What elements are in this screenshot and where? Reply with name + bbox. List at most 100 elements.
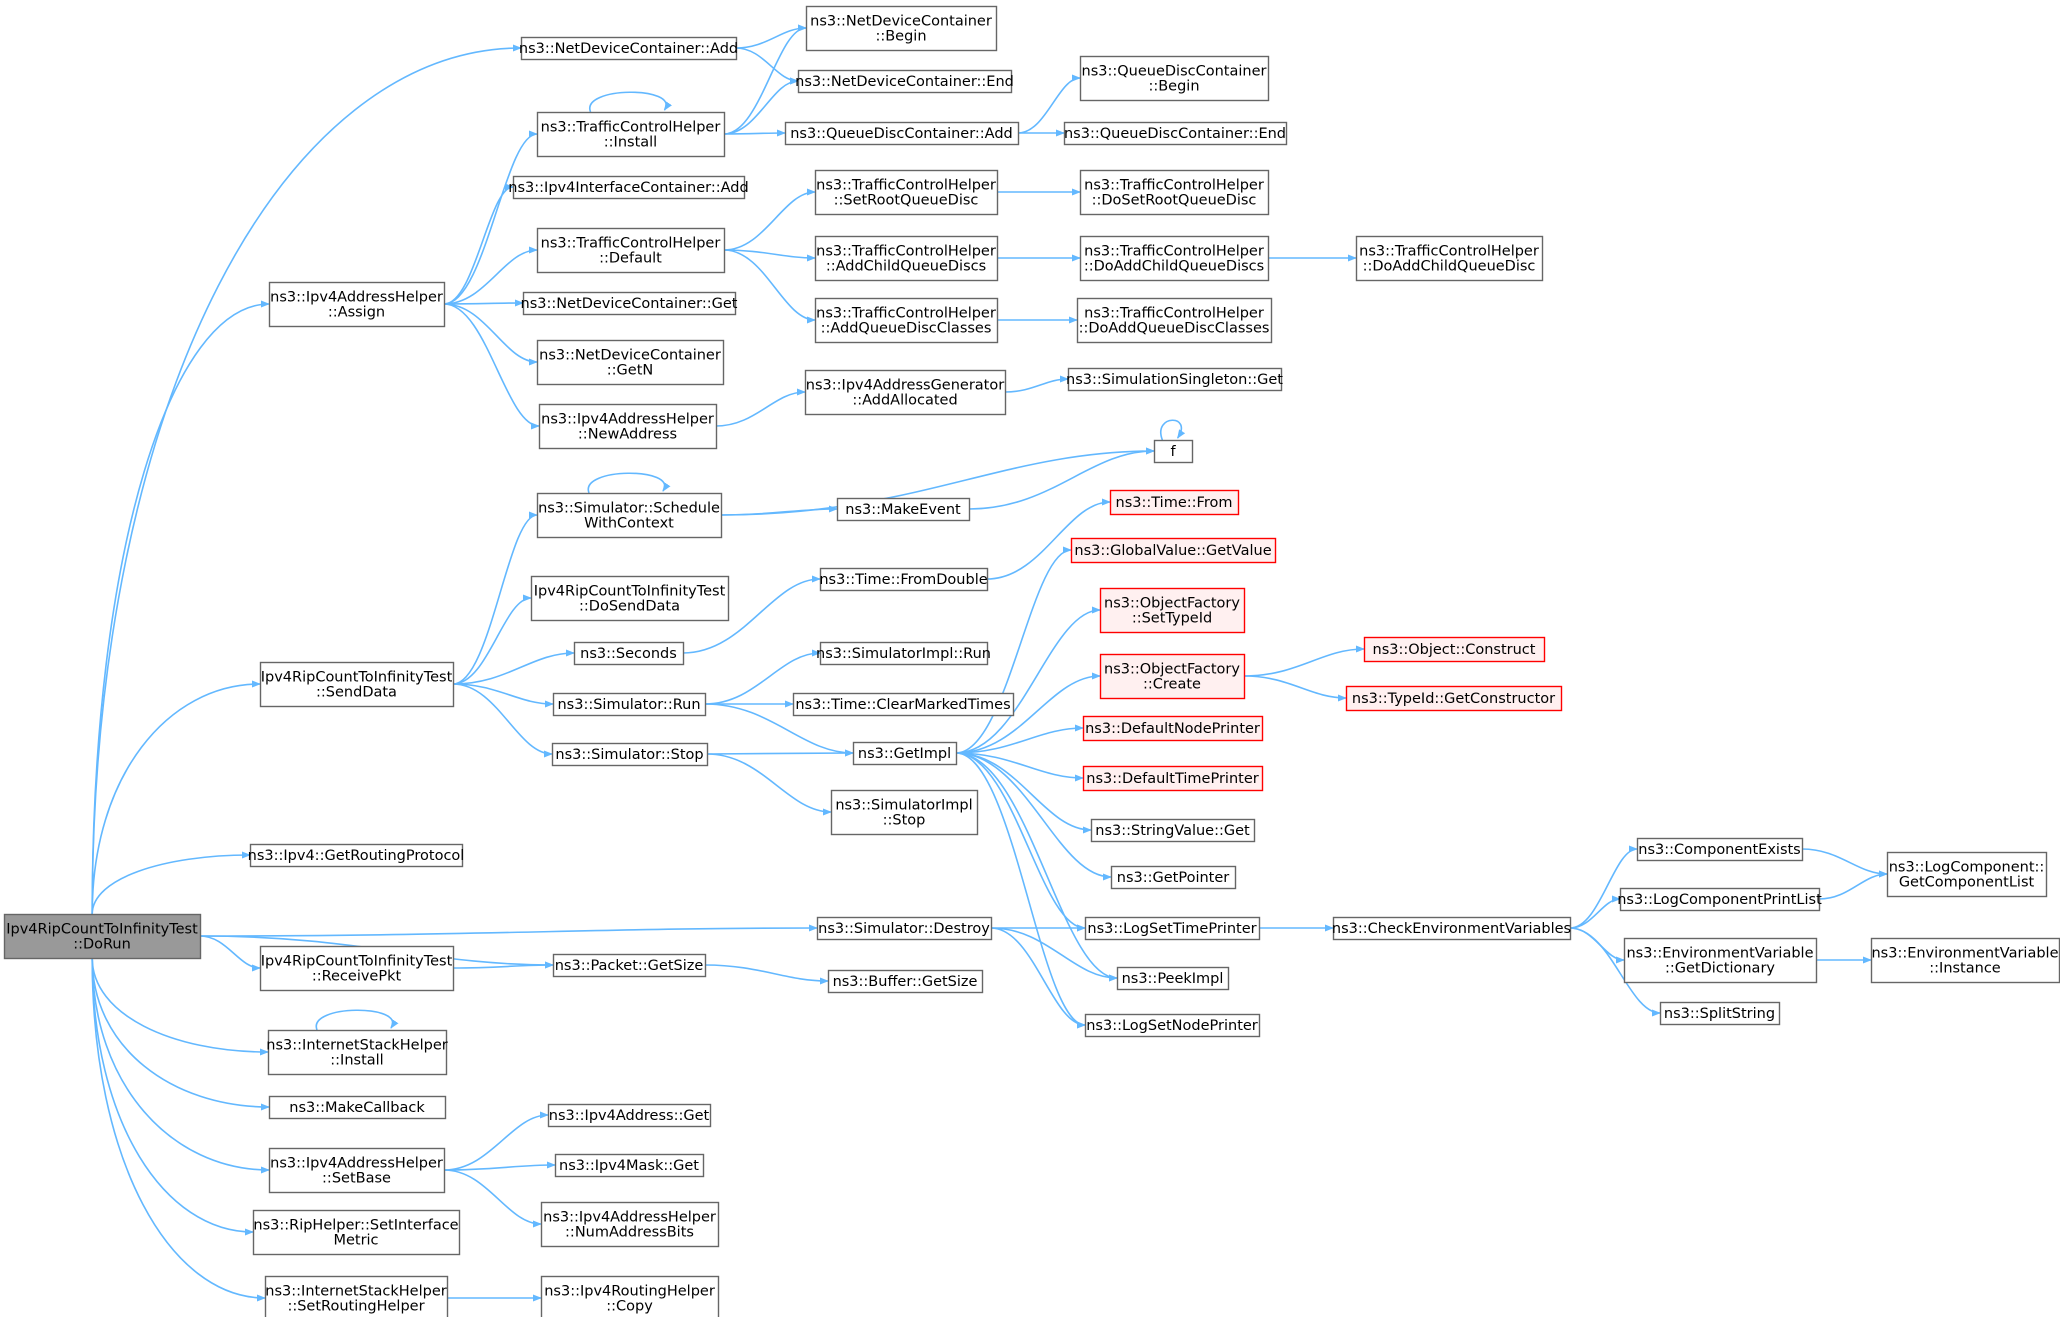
node-box [1099, 587, 1246, 634]
node-tch-install[interactable]: ns3::TrafficControlHelper::Install [536, 111, 726, 158]
node-splitstring[interactable]: ns3::SplitString [1659, 1001, 1781, 1026]
node-obj-construct[interactable]: ns3::Object::Construct [1363, 636, 1546, 663]
node-logcompprintlist[interactable]: ns3::LogComponentPrintList [1617, 887, 1822, 912]
node-ndc-add[interactable]: ns3::NetDeviceContainer::Add [519, 36, 738, 61]
node-tch-doaddchild[interactable]: ns3::TrafficControlHelper::DoAddChildQue… [1355, 235, 1544, 282]
node-tch-setroot[interactable]: ns3::TrafficControlHelper::SetRootQueueD… [814, 169, 999, 216]
node-typeid-getctor[interactable]: ns3::TypeId::GetConstructor [1345, 685, 1563, 712]
edge-logcompprintlist-to-logcomp-getlist [1818, 870, 1888, 900]
edge-tch-install-to-ndc-begin [723, 24, 807, 135]
node-ipv4mask-get[interactable]: ns3::Ipv4Mask::Get [554, 1153, 705, 1178]
node-box [830, 789, 979, 836]
node-defnodeprinter[interactable]: ns3::DefaultNodePrinter [1082, 715, 1264, 742]
node-getimpl[interactable]: ns3::GetImpl [852, 741, 958, 766]
node-box [259, 945, 455, 992]
node-senddata[interactable]: Ipv4RipCountToInfinityTest::SendData [259, 661, 455, 708]
node-ipv4ag-alloc[interactable]: ns3::Ipv4AddressGenerator::AddAllocated [804, 369, 1007, 416]
node-label: ::GetN [607, 363, 653, 379]
node-root[interactable]: Ipv4RipCountToInfinityTest::DoRun [3, 913, 202, 960]
node-ipv4ah-assign[interactable]: ns3::Ipv4AddressHelper::Assign [268, 281, 446, 328]
node-makeevent[interactable]: ns3::MakeEvent [836, 497, 971, 522]
node-ndc-get[interactable]: ns3::NetDeviceContainer::Get [521, 291, 738, 316]
node-f[interactable]: f [1153, 439, 1194, 464]
node-label: ns3::InternetStackHelper [265, 1284, 446, 1300]
node-sim-destroy[interactable]: ns3::Simulator::Destroy [816, 916, 993, 941]
node-label: ns3::Simulator::Run [557, 697, 700, 713]
node-ipv4ah-newaddr[interactable]: ns3::Ipv4AddressHelper::NewAddress [538, 403, 718, 450]
node-packet-getsize[interactable]: ns3::Packet::GetSize [552, 953, 707, 978]
node-label: ns3::ObjectFactory [1104, 662, 1240, 678]
node-ipv4rh-copy[interactable]: ns3::Ipv4RoutingHelper::Copy [540, 1275, 720, 1317]
node-qdc-end[interactable]: ns3::QueueDiscContainer::End [1063, 121, 1288, 146]
node-gv-getvalue[interactable]: ns3::GlobalValue::GetValue [1070, 537, 1277, 564]
node-ipv4addr-get[interactable]: ns3::Ipv4Address::Get [547, 1103, 712, 1128]
node-ish-install[interactable]: ns3::InternetStackHelper::Install [266, 1029, 448, 1076]
node-label: Ipv4RipCountToInfinityTest [6, 922, 198, 938]
node-label: ::NumAddressBits [565, 1225, 694, 1241]
node-dosenddata[interactable]: Ipv4RipCountToInfinityTest::DoSendData [530, 575, 730, 622]
node-tch-doaddclasses[interactable]: ns3::TrafficControlHelper::DoAddQueueDis… [1076, 297, 1273, 344]
node-label: ns3::NetDeviceContainer::Get [521, 296, 738, 312]
node-label: ::AddAllocated [852, 393, 957, 409]
node-label: ns3::Simulator::Stop [555, 747, 703, 763]
node-label: ns3::LogComponent:: [1889, 860, 2045, 876]
node-label: WithContext [584, 516, 674, 532]
node-logcomp-getlist[interactable]: ns3::LogComponent::GetComponentList [1886, 851, 2048, 898]
node-stringvalue-get[interactable]: ns3::StringValue::Get [1090, 818, 1256, 843]
node-tch-addclasses[interactable]: ns3::TrafficControlHelper::AddQueueDiscC… [814, 297, 999, 344]
node-peekimpl[interactable]: ns3::PeekImpl [1116, 966, 1230, 991]
call-edge [955, 752, 1112, 881]
node-label: ::DoSetRootQueueDisc [1092, 193, 1257, 209]
node-ndc-getn[interactable]: ns3::NetDeviceContainer::GetN [536, 339, 725, 386]
node-receivepkt[interactable]: Ipv4RipCountToInfinityTest::ReceivePkt [259, 945, 455, 992]
node-ish-setrouting[interactable]: ns3::InternetStackHelper::SetRoutingHelp… [264, 1275, 449, 1317]
node-simimpl-stop[interactable]: ns3::SimulatorImpl::Stop [830, 789, 979, 836]
node-box [252, 1209, 461, 1256]
node-tch-doaddchilds[interactable]: ns3::TrafficControlHelper::DoAddChildQue… [1079, 235, 1270, 282]
node-tch-dosetroot[interactable]: ns3::TrafficControlHelper::DoSetRootQueu… [1079, 169, 1270, 216]
node-of-create[interactable]: ns3::ObjectFactory::Create [1099, 653, 1246, 700]
node-deftimeprinter[interactable]: ns3::DefaultTimePrinter [1082, 765, 1264, 792]
node-time-from[interactable]: ns3::Time::From [1109, 489, 1240, 516]
node-time-fromdouble[interactable]: ns3::Time::FromDouble [819, 567, 989, 592]
node-ipv4ic-add[interactable]: ns3::Ipv4InterfaceContainer::Add [508, 175, 749, 200]
node-label: ns3::Ipv4AddressHelper [270, 290, 443, 306]
node-seconds[interactable]: ns3::Seconds [573, 641, 685, 666]
node-logsetnodeprinter[interactable]: ns3::LogSetNodePrinter [1084, 1013, 1261, 1038]
node-time-clearmarked[interactable]: ns3::Time::ClearMarkedTimes [792, 692, 1015, 717]
edge-getimpl-to-gv-getvalue [955, 546, 1072, 754]
node-sim-stop[interactable]: ns3::Simulator::Stop [551, 742, 709, 767]
node-sim-run[interactable]: ns3::Simulator::Run [552, 692, 707, 717]
node-simsingleton-get[interactable]: ns3::SimulationSingleton::Get [1066, 367, 1283, 392]
node-simimpl-run[interactable]: ns3::SimulatorImpl::Run [816, 641, 991, 666]
node-makecallback[interactable]: ns3::MakeCallback [268, 1095, 447, 1120]
node-componentexists[interactable]: ns3::ComponentExists [1636, 837, 1804, 862]
node-envvar-getdict[interactable]: ns3::EnvironmentVariable::GetDictionary [1623, 937, 1818, 984]
node-tch-addchild[interactable]: ns3::TrafficControlHelper::AddChildQueue… [814, 235, 999, 282]
node-ipv4ah-setbase[interactable]: ns3::Ipv4AddressHelper::SetBase [268, 1147, 446, 1194]
node-buffer-getsize[interactable]: ns3::Buffer::GetSize [827, 969, 984, 994]
edge-getimpl-to-of-create [955, 672, 1101, 754]
node-checkenv[interactable]: ns3::CheckEnvironmentVariables [1332, 916, 1572, 941]
node-ndc-end[interactable]: ns3::NetDeviceContainer::End [795, 69, 1014, 94]
node-qdc-add[interactable]: ns3::QueueDiscContainer::Add [784, 121, 1020, 146]
node-ndc-begin[interactable]: ns3::NetDeviceContainer::Begin [805, 5, 998, 52]
node-of-settypeid[interactable]: ns3::ObjectFactory::SetTypeId [1099, 587, 1246, 634]
node-getpointer[interactable]: ns3::GetPointer [1110, 865, 1237, 890]
edge-ipv4ah-assign-to-ipv4ic-add [443, 183, 514, 305]
call-edge [986, 498, 1111, 580]
node-label: ns3::QueueDiscContainer::End [1064, 126, 1286, 142]
node-ipv4-getrouting[interactable]: ns3::Ipv4::GetRoutingProtocol [248, 843, 465, 868]
node-tch-default[interactable]: ns3::TrafficControlHelper::Default [536, 227, 726, 274]
call-edge [91, 680, 261, 915]
node-box [827, 969, 984, 994]
edge-checkenv-to-envvar-getdict [1569, 927, 1625, 964]
node-logsettimeprinter[interactable]: ns3::LogSetTimePrinter [1084, 916, 1261, 941]
node-ipv4ah-numbits[interactable]: ns3::Ipv4AddressHelper::NumAddressBits [540, 1201, 720, 1248]
node-envvar-instance[interactable]: ns3::EnvironmentVariable::Instance [1870, 937, 2060, 984]
node-qdc-begin[interactable]: ns3::QueueDiscContainer::Begin [1079, 55, 1270, 102]
node-label: Ipv4RipCountToInfinityTest [261, 670, 453, 686]
node-label: ns3::GetPointer [1117, 870, 1230, 886]
